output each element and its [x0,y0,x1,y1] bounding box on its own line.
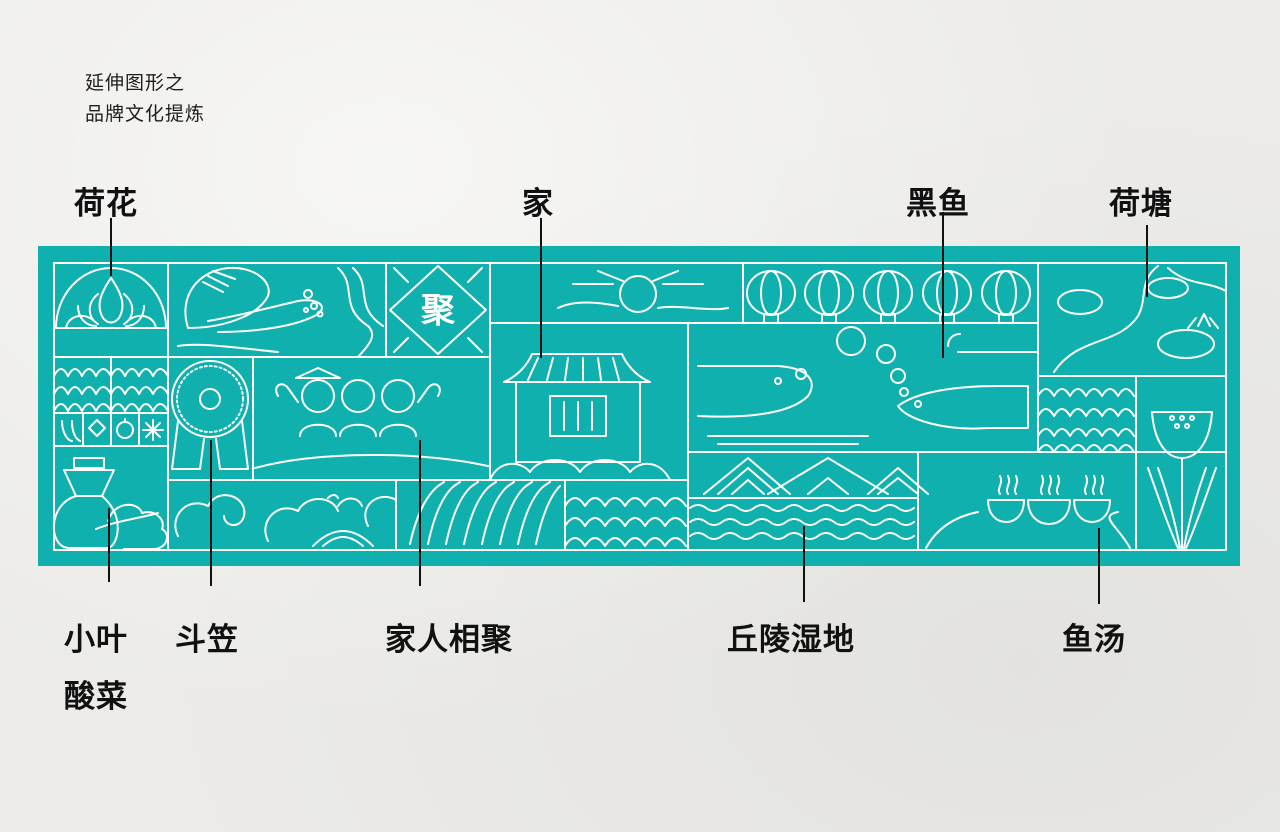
label-snakehead-fish: 黑鱼 [906,186,970,222]
wave-scale-pattern-icon [1037,388,1135,453]
jumping-fish-icon [184,266,324,333]
leader-line-hills-wetland [803,526,805,602]
lotus-pond-icon [1053,265,1227,373]
fish-soup-bowls-icon [925,475,1131,549]
label-hills-wetland: 丘陵湿地 [727,622,855,658]
lanterns-icon [746,270,1031,324]
label-bamboo-hat: 斗笠 [175,622,239,658]
fish-scale-pattern-icon [53,368,169,412]
intro-line-1: 延伸图形之 [85,72,186,94]
lotus-seedpod-icon [1147,411,1217,551]
label-pickled-greens: 小叶 酸菜 [64,614,128,716]
snakehead-fish-icon [697,326,1039,445]
ju-character: 聚 [420,291,456,331]
bamboo-hat-medallion-icon [171,360,249,470]
label-family-reunion: 家人相聚 [385,622,513,658]
leader-line-pickled-greens [108,508,110,582]
leader-line-snakehead-fish [942,212,944,358]
leader-line-lotus-pond [1146,225,1148,297]
reeds-cattails-icon [409,481,561,545]
illustration-panel: 聚 [38,246,1240,566]
river-path-icon [177,267,384,358]
chili-icon [61,420,81,442]
leader-line-home [540,218,542,358]
sunrise-icon [557,270,729,313]
scale-pattern-bottom-icon [564,497,687,547]
leader-line-bamboo-hat [210,440,212,586]
family-icon [254,367,489,469]
intro-text: 延伸图形之 品牌文化提炼 [85,68,205,130]
label-lotus: 荷花 [74,186,138,222]
label-fish-soup: 鱼汤 [1062,622,1126,658]
label-pickled-greens-line2: 酸菜 [64,679,128,715]
leader-line-fish-soup [1098,528,1100,604]
leader-line-family-reunion [419,440,421,586]
traditional-house-icon [489,353,671,481]
waves-clouds-icon [174,494,397,547]
line-art-illustration: 聚 [53,262,1227,551]
label-lotus-pond: 荷塘 [1109,186,1173,222]
tofu-cube-icon [88,419,106,437]
label-home: 家 [522,186,554,222]
label-pickled-greens-line1: 小叶 [64,622,128,658]
pumpkin-icon [116,418,134,439]
ju-character-diamond-icon [389,265,487,355]
pickle-jar-icon [53,457,169,550]
intro-line-2: 品牌文化提炼 [85,103,206,125]
star-anise-icon [142,419,164,441]
leader-line-lotus [110,218,112,276]
mountains-water-icon [689,457,929,540]
lotus-icon [55,267,167,329]
